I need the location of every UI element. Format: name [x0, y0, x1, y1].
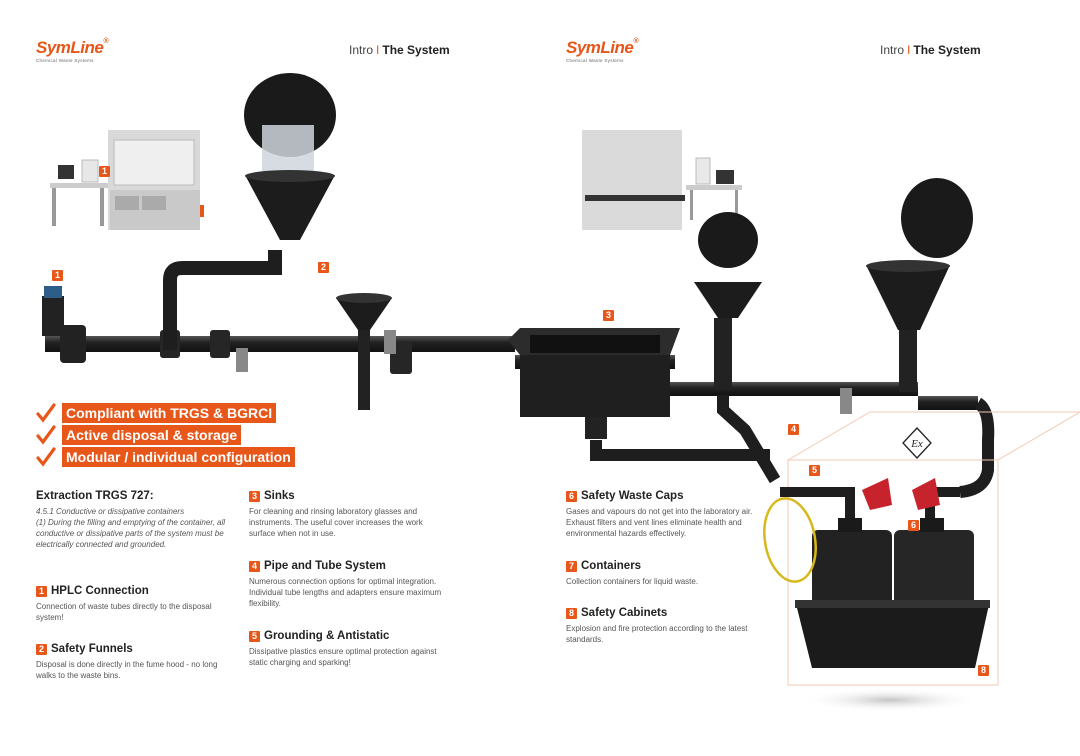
sink — [508, 328, 770, 461]
brand-logo-left: SymLine® Chemical Waste Systems — [36, 38, 109, 63]
checkmark-icon — [36, 403, 56, 423]
ex-mark-icon: Ex — [902, 427, 932, 459]
safety-funnel-large — [163, 73, 336, 350]
hplc-connector — [42, 286, 64, 336]
callout-badge: 1 — [52, 270, 63, 281]
claims-list: Compliant with TRGS & BGRCI Active dispo… — [36, 402, 295, 468]
lab-bench-right-image — [582, 130, 742, 230]
lab-bench-left-image — [50, 130, 204, 230]
safety-funnel-small — [336, 293, 396, 410]
safety-funnel-right-1 — [694, 212, 781, 484]
brand-logo-right: SymLine® Chemical Waste Systems — [566, 38, 639, 63]
extraction-block: Extraction TRGS 727: 4.5.1 Conductive or… — [36, 490, 226, 550]
grounding-wire — [763, 497, 817, 583]
callout-badge: 6 — [908, 520, 919, 531]
extraction-line2: (1) During the filling and emptying of t… — [36, 518, 225, 549]
callout-badge: 3 — [603, 310, 614, 321]
checkmark-icon — [36, 447, 56, 467]
claim-item: Modular / individual configuration — [36, 446, 295, 468]
callout-badge: 8 — [978, 665, 989, 676]
claim-item: Compliant with TRGS & BGRCI — [36, 402, 295, 424]
callout-badge: 2 — [318, 262, 329, 273]
claim-item: Active disposal & storage — [36, 424, 295, 446]
checkmark-icon — [36, 425, 56, 445]
ex-mark-text: Ex — [910, 438, 923, 450]
callout-badge: 1 — [99, 166, 110, 177]
extraction-title: Extraction TRGS 727: — [36, 490, 154, 502]
waste-containers — [780, 478, 990, 668]
extraction-line1: 4.5.1 Conductive or dissipative containe… — [36, 507, 185, 516]
safety-cabinet-outline — [787, 411, 1080, 686]
floor-shadow — [800, 688, 980, 712]
safety-funnel-right-2 — [866, 178, 995, 498]
callout-badge: 5 — [809, 465, 820, 476]
callout-badge: 4 — [788, 424, 799, 435]
